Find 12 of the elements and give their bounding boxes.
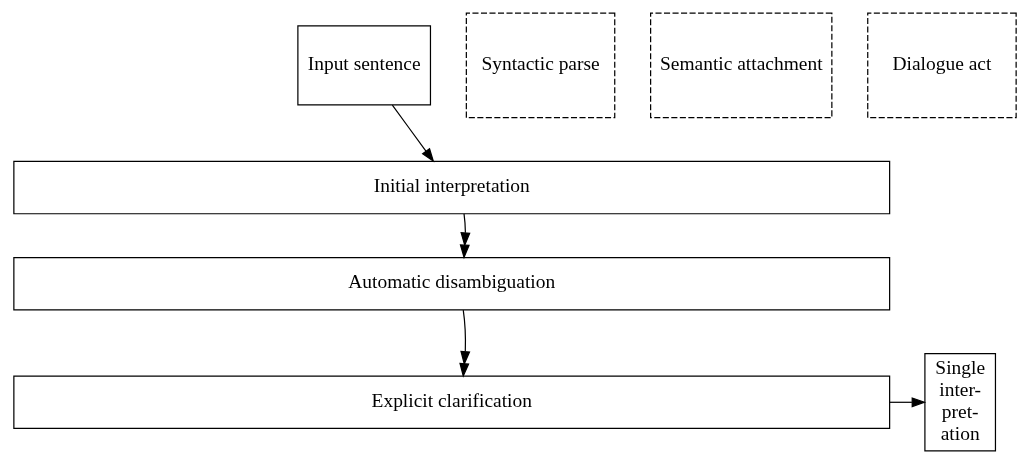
arrow <box>888 397 926 408</box>
node-box: Input sentence <box>296 25 431 106</box>
node-box: Semantic attachment <box>649 12 832 119</box>
node-box: Syntactic parse <box>465 12 615 119</box>
node-box: Explicit clarification <box>12 375 890 430</box>
arrow <box>459 213 471 260</box>
node-box: Single inter- pret- ation <box>923 353 996 452</box>
node-box: Initial interpretation <box>12 160 890 215</box>
arrow <box>391 104 434 163</box>
arrow <box>458 309 470 378</box>
node-box: Dialogue act <box>866 12 1017 119</box>
node-box: Automatic disambiguation <box>12 256 890 311</box>
